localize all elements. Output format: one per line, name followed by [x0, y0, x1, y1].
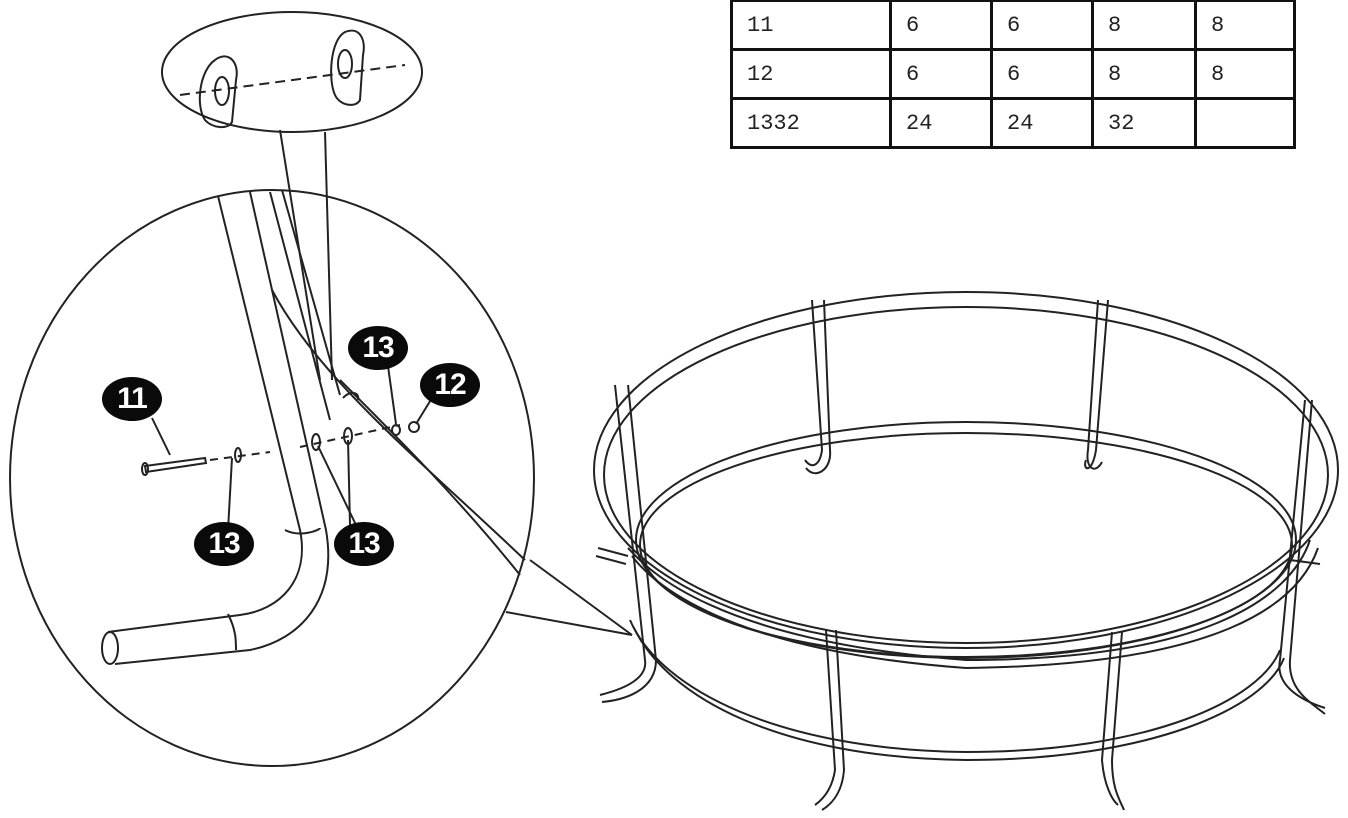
quantity-cell: 6: [990, 48, 1094, 100]
part-number-cell: 1332: [730, 97, 892, 149]
callout-washer-upper: 13: [348, 326, 408, 370]
callout-washer-center: 13: [334, 522, 394, 566]
trampoline-frame: [593, 291, 1339, 811]
quantity-cell: 6: [990, 0, 1094, 51]
table-row: 1332 24 24 32: [730, 97, 1296, 149]
quantity-cell: 8: [1194, 48, 1296, 100]
joint-detail-circle: [9, 189, 535, 767]
quantity-cell: 6: [889, 48, 993, 100]
quantity-cell: 8: [1091, 48, 1197, 100]
part-number-cell: 12: [730, 48, 892, 100]
tab-detail-inset: [161, 11, 423, 133]
quantity-cell: [1194, 97, 1296, 149]
quantity-cell: 24: [990, 97, 1094, 149]
quantity-cell: 8: [1194, 0, 1296, 51]
quantity-cell: 6: [889, 0, 993, 51]
part-number-cell: 11: [730, 0, 892, 51]
callout-nut: 12: [420, 363, 480, 407]
table-row: 11 6 6 8 8: [730, 0, 1296, 51]
callout-bolt: 11: [102, 377, 162, 421]
callout-washer-left: 13: [194, 522, 254, 566]
quantity-table: 11 6 6 8 8 12 6 6 8 8 1332 24 24 32: [730, 0, 1296, 149]
table-row: 12 6 6 8 8: [730, 48, 1296, 100]
quantity-cell: 24: [889, 97, 993, 149]
quantity-cell: 32: [1091, 97, 1197, 149]
quantity-cell: 8: [1091, 0, 1197, 51]
